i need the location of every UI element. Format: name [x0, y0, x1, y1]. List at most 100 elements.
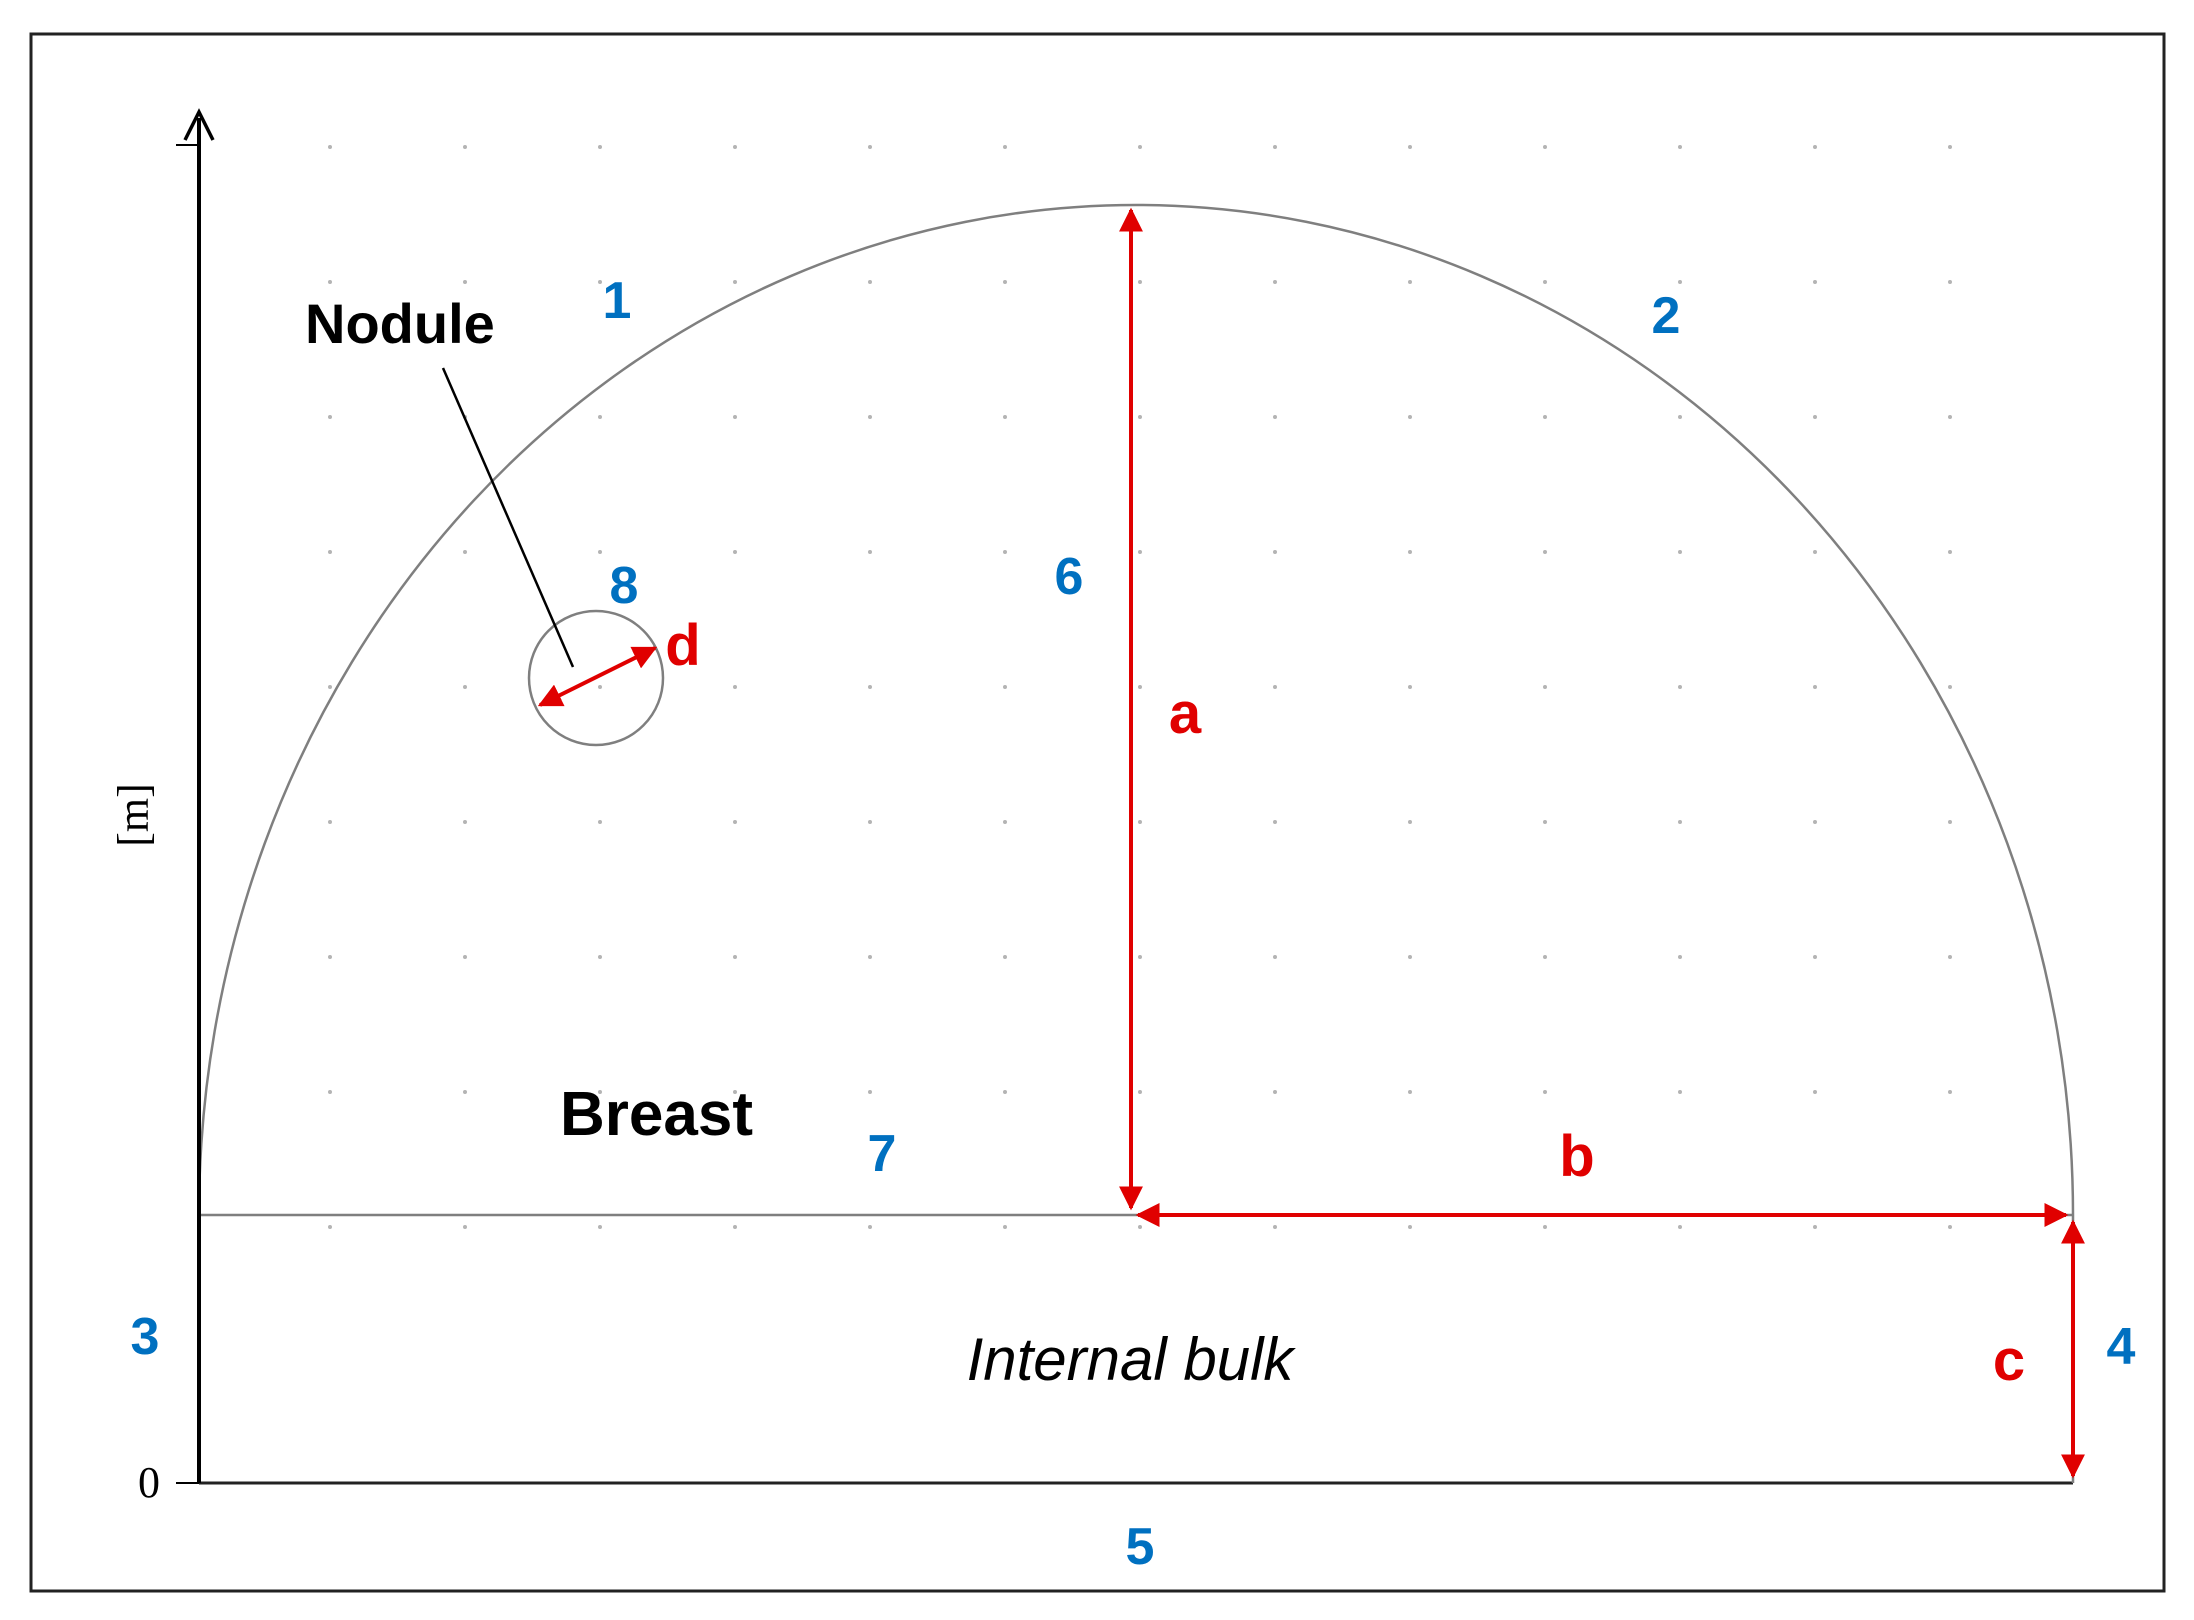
- grid-dot: [868, 685, 872, 689]
- grid-dot: [328, 145, 332, 149]
- grid-dot: [733, 1090, 737, 1094]
- boundary-7-label: 7: [868, 1125, 897, 1183]
- grid-dot: [463, 1225, 467, 1229]
- grid-dot: [1408, 415, 1412, 419]
- grid-dot: [1813, 685, 1817, 689]
- grid-dot: [598, 550, 602, 554]
- grid-dot: [1003, 550, 1007, 554]
- grid-dot: [1678, 1225, 1682, 1229]
- boundary-5-label: 5: [1126, 1518, 1155, 1576]
- grid-dot: [328, 1090, 332, 1094]
- grid-dot: [1813, 550, 1817, 554]
- nodule-circle: [527, 609, 665, 747]
- axis-arrow-icon: [183, 108, 215, 141]
- grid-dot: [1003, 280, 1007, 284]
- grid-dot: [733, 280, 737, 284]
- grid-dot: [1273, 1225, 1277, 1229]
- grid-dot: [1678, 550, 1682, 554]
- grid-dot: [1813, 1090, 1817, 1094]
- grid-dot: [1273, 820, 1277, 824]
- grid-dot: [1273, 685, 1277, 689]
- grid-dot: [463, 820, 467, 824]
- grid-dot: [1813, 280, 1817, 284]
- grid-dot: [1273, 280, 1277, 284]
- grid-dot: [328, 685, 332, 689]
- grid-dot: [1543, 415, 1547, 419]
- grid-dot: [598, 415, 602, 419]
- grid-dot: [1543, 955, 1547, 959]
- figure-frame: [29, 32, 2166, 1593]
- grid-dot: [1408, 550, 1412, 554]
- grid-dot: [1003, 685, 1007, 689]
- boundary-2-label: 2: [1652, 287, 1681, 345]
- grid-dot: [1138, 145, 1142, 149]
- grid-dot: [1138, 1090, 1142, 1094]
- boundary-8-label: 8: [610, 557, 639, 615]
- boundary-1-label: 1: [603, 272, 632, 330]
- grid-dot: [733, 1225, 737, 1229]
- grid-dot: [1813, 820, 1817, 824]
- grid-dot: [1543, 685, 1547, 689]
- grid-dot: [328, 415, 332, 419]
- grid-dot: [1408, 685, 1412, 689]
- grid-dot: [1948, 1225, 1952, 1229]
- grid-dot: [1813, 955, 1817, 959]
- grid-dot: [598, 1225, 602, 1229]
- grid-dot: [1138, 280, 1142, 284]
- grid-dot: [1948, 685, 1952, 689]
- grid-dot: [1273, 550, 1277, 554]
- grid-dot: [1273, 415, 1277, 419]
- grid-dot: [1813, 415, 1817, 419]
- grid-dot: [1543, 145, 1547, 149]
- dimension-c-label: c: [1993, 1328, 2025, 1393]
- grid-dot: [1003, 1225, 1007, 1229]
- grid-dot: [868, 1090, 872, 1094]
- grid-dot: [598, 955, 602, 959]
- grid-dot: [1948, 415, 1952, 419]
- grid-dot: [598, 1090, 602, 1094]
- grid-dot: [1003, 145, 1007, 149]
- boundary-4-label: 4: [2107, 1318, 2136, 1376]
- grid-dot: [733, 550, 737, 554]
- grid-dot: [733, 415, 737, 419]
- grid-dot: [1543, 550, 1547, 554]
- nodule-leader-line: [441, 367, 575, 668]
- boundary-6-label: 6: [1055, 548, 1084, 606]
- grid-dot: [328, 280, 332, 284]
- grid-dot: [868, 1225, 872, 1229]
- grid-dot: [733, 685, 737, 689]
- grid-dot: [463, 955, 467, 959]
- grid-dot: [868, 955, 872, 959]
- grid-dot: [1408, 1090, 1412, 1094]
- grid-dot: [328, 955, 332, 959]
- grid-dot: [733, 955, 737, 959]
- grid-dot: [1678, 1090, 1682, 1094]
- grid-dot: [1273, 955, 1277, 959]
- grid-dot: [1003, 1090, 1007, 1094]
- grid-dot: [1408, 1225, 1412, 1229]
- grid-dot: [1678, 145, 1682, 149]
- grid-dot: [1138, 550, 1142, 554]
- grid-dot: [463, 550, 467, 554]
- grid-dot: [1678, 280, 1682, 284]
- breast-label: Breast: [560, 1080, 753, 1149]
- grid-dot: [598, 685, 602, 689]
- grid-dot: [1003, 415, 1007, 419]
- grid-dot: [1543, 1090, 1547, 1094]
- dimension-d-label: d: [665, 613, 700, 678]
- nodule-label: Nodule: [305, 292, 495, 355]
- grid-dot: [328, 820, 332, 824]
- grid-dot: [1813, 145, 1817, 149]
- grid-dot: [1138, 415, 1142, 419]
- grid-dot: [733, 145, 737, 149]
- grid-dot: [1138, 685, 1142, 689]
- grid-dot: [1948, 280, 1952, 284]
- grid-dot: [1138, 955, 1142, 959]
- grid-dot: [1678, 685, 1682, 689]
- grid-dot: [328, 1225, 332, 1229]
- grid-dot: [463, 685, 467, 689]
- grid-dot: [868, 145, 872, 149]
- grid-dot: [1138, 1225, 1142, 1229]
- grid-dot: [1408, 955, 1412, 959]
- grid-dots: [328, 145, 1952, 1229]
